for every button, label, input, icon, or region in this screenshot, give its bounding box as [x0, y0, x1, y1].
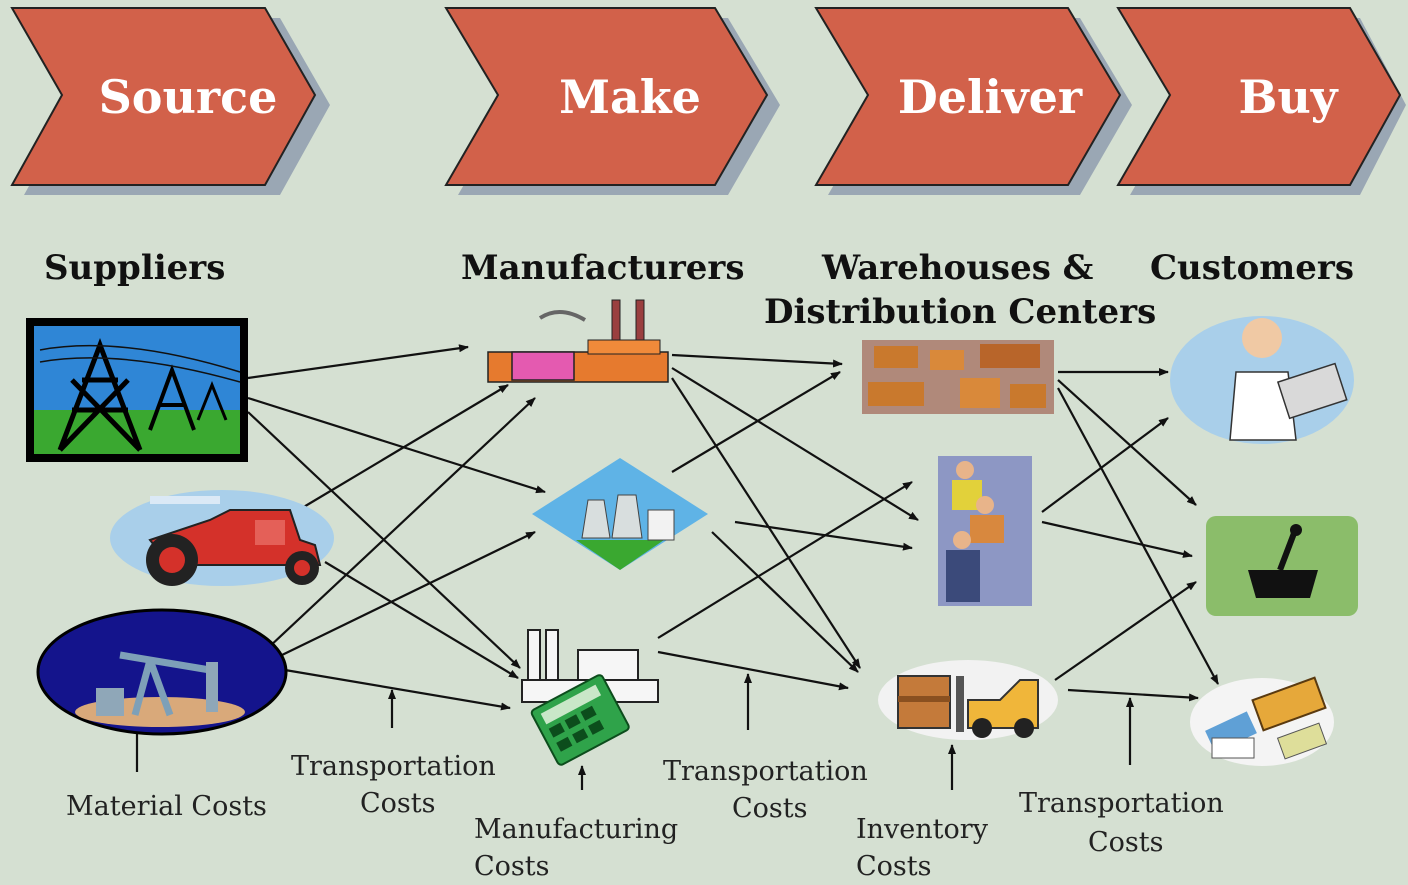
- arrow-workers-to-doctor: [1041, 417, 1169, 513]
- arrow-warehouse-to-pharmacy: [1057, 379, 1197, 506]
- label-transport1-line2: Costs: [360, 788, 436, 819]
- chevron-deliver-label: Deliver: [898, 70, 1083, 124]
- forklift-image: [878, 660, 1058, 740]
- arrow-power-to-plant: [247, 396, 546, 494]
- tractor-image: [110, 490, 334, 586]
- arrow-oil-to-calc: [284, 668, 511, 711]
- doctor-image: [1170, 316, 1354, 444]
- pharmacy-mortar-image: [1206, 516, 1358, 616]
- arrow-plant-to-workers: [734, 520, 913, 551]
- label-inventory-line2: Costs: [856, 851, 932, 882]
- chevron-buy: Buy: [1116, 7, 1406, 195]
- label-transport2-line1: Transportation: [663, 756, 868, 787]
- workers-image: [938, 456, 1032, 606]
- heading-manufacturers: Manufacturers: [461, 248, 745, 288]
- arrow-tractor-to-calc: [324, 561, 519, 679]
- arrow-factory-to-warehouse: [671, 353, 843, 368]
- medicines-image: [1190, 676, 1334, 766]
- factory-calculator-image: [521, 629, 659, 766]
- arrow-forklift-to-medicines: [1067, 688, 1199, 702]
- arrow-calc-to-forklift: [657, 650, 849, 691]
- label-transport2-line2: Costs: [732, 793, 808, 824]
- factory-image: [487, 299, 669, 383]
- arrow-power-to-factory: [247, 344, 469, 380]
- arrow-forklift-to-pharmacy: [1054, 581, 1197, 681]
- chevron-buy-label: Buy: [1238, 70, 1338, 124]
- chevron-source: Source: [10, 7, 330, 195]
- stage-chevrons: Source Make Deliver Buy: [10, 7, 1406, 195]
- arrow-warehouse-to-medicines: [1057, 387, 1219, 685]
- chevron-make-label: Make: [559, 70, 701, 124]
- warehouse-shelves-image: [862, 340, 1054, 414]
- arrow-factory-to-forklift: [671, 377, 861, 669]
- label-transport3-line1: Transportation: [1019, 788, 1224, 819]
- chevron-make: Make: [444, 7, 780, 195]
- label-transport1-line1: Transportation: [291, 751, 496, 782]
- label-manufacturing-line2: Costs: [474, 851, 550, 882]
- label-transport3-line2: Costs: [1088, 827, 1164, 858]
- arrow-oil-to-plant: [281, 531, 536, 656]
- label-material-costs: Material Costs: [66, 791, 267, 822]
- arrow-tractor-to-factory: [301, 384, 509, 509]
- arrow-plant-to-forklift: [711, 531, 859, 673]
- heading-suppliers: Suppliers: [44, 248, 226, 288]
- power-lines-image: [26, 318, 248, 462]
- arrow-workers-to-pharmacy: [1041, 520, 1193, 558]
- flow-arrows: [133, 344, 1219, 790]
- heading-warehouses-line2: Distribution Centers: [764, 292, 1157, 332]
- arrow-calc-to-workers: [657, 481, 913, 639]
- label-manufacturing-line1: Manufacturing: [474, 814, 679, 845]
- power-plant-image: [532, 458, 708, 570]
- heading-warehouses-line1: Warehouses &: [822, 248, 1094, 288]
- arrow-plant-to-warehouse: [671, 371, 841, 473]
- label-inventory-line1: Inventory: [856, 814, 988, 845]
- chevron-deliver: Deliver: [814, 7, 1132, 195]
- arrow-oil-to-factory: [267, 397, 536, 649]
- arrow-factory-to-workers: [671, 367, 919, 521]
- heading-customers: Customers: [1150, 248, 1354, 288]
- chevron-source-label: Source: [99, 70, 278, 124]
- oil-pump-image: [36, 608, 288, 736]
